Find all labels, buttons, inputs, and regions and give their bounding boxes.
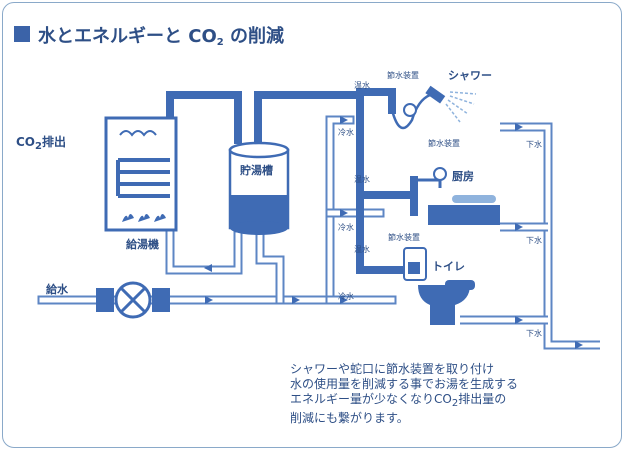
cold-water-label-3: 冷水 [338, 292, 354, 301]
hot-water-label-1: 温水 [354, 81, 370, 90]
hot-water-label-2: 温水 [354, 175, 370, 184]
drain-pipe [460, 122, 600, 350]
shower-fixture [390, 85, 477, 130]
hot-water-pipe [166, 88, 416, 274]
co2-exhaust-label: CO2排出 [16, 135, 66, 152]
cold-water-label-1: 冷水 [338, 128, 354, 137]
cold-water-label-2: 冷水 [338, 223, 354, 232]
note-line-1: シャワーや蛇口に節水装置を取り付け [290, 362, 495, 376]
supply-water-label: 給水 [46, 283, 68, 296]
water-heater-unit [104, 116, 178, 232]
shower-label: シャワー [448, 69, 492, 82]
drain-label-2: 下水 [526, 236, 542, 245]
cold-supply-pipe [37, 115, 397, 305]
kitchen-sink [410, 167, 500, 225]
hot-water-label-3: 温水 [354, 245, 370, 254]
title-marker [14, 26, 30, 42]
note-line-4: 削減にも繋がります。 [290, 411, 409, 425]
supply-valve [96, 281, 170, 319]
toilet-device-label: 節水装置 [388, 233, 420, 242]
storage-tank-label: 貯湯槽 [240, 164, 273, 177]
shower-device-label: 節水装置 [387, 71, 419, 80]
note-line-2: 水の使用量を削減する事でお湯を生成する [290, 377, 519, 391]
toilet-label: トイレ [432, 260, 465, 273]
kitchen-label: 厨房 [452, 170, 474, 183]
toilet-fixture [403, 247, 475, 325]
note-line-3: エネルギー量が少なくなりCO2排出量の [290, 392, 507, 409]
explanation-note: シャワーや蛇口に節水装置を取り付け 水の使用量を削減する事でお湯を生成する エネ… [290, 362, 518, 426]
diagram-title: 水とエネルギーと CO2 の削減 [38, 26, 285, 48]
water-heater-label: 給湯機 [126, 238, 159, 251]
drain-label-3: 下水 [526, 329, 542, 338]
storage-tank [228, 141, 290, 235]
drain-label-1: 下水 [526, 140, 542, 149]
kitchen-device-label: 節水装置 [428, 139, 460, 148]
